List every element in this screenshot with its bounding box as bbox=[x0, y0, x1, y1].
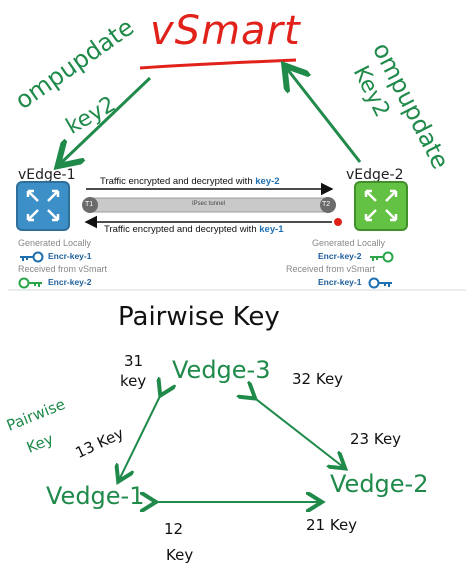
right-received-heading: Received from vSmart bbox=[286, 264, 376, 274]
right-received-key-icon bbox=[368, 277, 392, 289]
red-dot bbox=[334, 218, 342, 226]
pairwise-key-title: Pairwise Key bbox=[118, 302, 280, 332]
tunnel-top-prefix: Traffic encrypted and decrypted with bbox=[100, 176, 256, 187]
vedge3-node: Vedge-3 bbox=[172, 356, 271, 384]
t1-endpoint bbox=[82, 197, 98, 213]
label-12-num: 12 bbox=[164, 520, 184, 538]
label-31-num: 31 bbox=[124, 352, 144, 370]
t2-endpoint bbox=[320, 197, 336, 213]
left-generated-key-icon bbox=[20, 251, 44, 263]
label-12-key: Key bbox=[166, 546, 194, 564]
label-32-key: 32 Key bbox=[292, 370, 344, 388]
vedge1-router-icon bbox=[16, 181, 70, 231]
t1-label: T1 bbox=[85, 201, 94, 208]
left-generated-key: Encr-key-1 bbox=[48, 251, 92, 261]
omp-arrow-left bbox=[62, 76, 152, 162]
vsmart-title: vSmart bbox=[150, 8, 301, 54]
right-received-key: Encr-key-1 bbox=[318, 277, 362, 287]
label-31-key: key bbox=[120, 372, 147, 390]
tunnel-bottom-key: key-1 bbox=[259, 224, 284, 235]
left-received-key-icon bbox=[18, 277, 42, 289]
right-generated-key-icon bbox=[370, 251, 394, 263]
left-received-key: Encr-key-2 bbox=[48, 277, 92, 287]
vedge2-label: vEdge-2 bbox=[346, 167, 404, 183]
tunnel-top-text: Traffic encrypted and decrypted with key… bbox=[100, 176, 280, 187]
t2-label: T2 bbox=[322, 201, 331, 208]
vsmart-underline bbox=[139, 58, 297, 70]
vedge1-label: vEdge-1 bbox=[18, 167, 76, 183]
left-generated-heading: Generated Locally bbox=[18, 238, 92, 248]
right-generated-key: Encr-key-2 bbox=[318, 251, 362, 261]
omp-arrow-right bbox=[288, 70, 362, 163]
tunnel-bottom-prefix: Traffic encrypted and decrypted with bbox=[104, 224, 260, 235]
label-23-key: 23 Key bbox=[350, 430, 402, 448]
arrow-v3-v2 bbox=[252, 396, 342, 466]
label-21-key: 21 Key bbox=[306, 516, 358, 534]
tunnel-bottom-text: Traffic encrypted and decrypted with key… bbox=[104, 224, 284, 235]
arrow-v3-v1 bbox=[120, 392, 162, 478]
ipsec-tunnel-label: IPsec tunnel bbox=[192, 201, 226, 207]
vedge2-router-icon bbox=[354, 181, 408, 231]
vedge2-node: Vedge-2 bbox=[330, 470, 429, 498]
right-generated-heading: Generated Locally bbox=[312, 238, 386, 248]
tunnel-top-key: key-2 bbox=[255, 176, 280, 187]
left-received-heading: Received from vSmart bbox=[18, 264, 108, 274]
vedge1-node: Vedge-1 bbox=[46, 482, 145, 510]
